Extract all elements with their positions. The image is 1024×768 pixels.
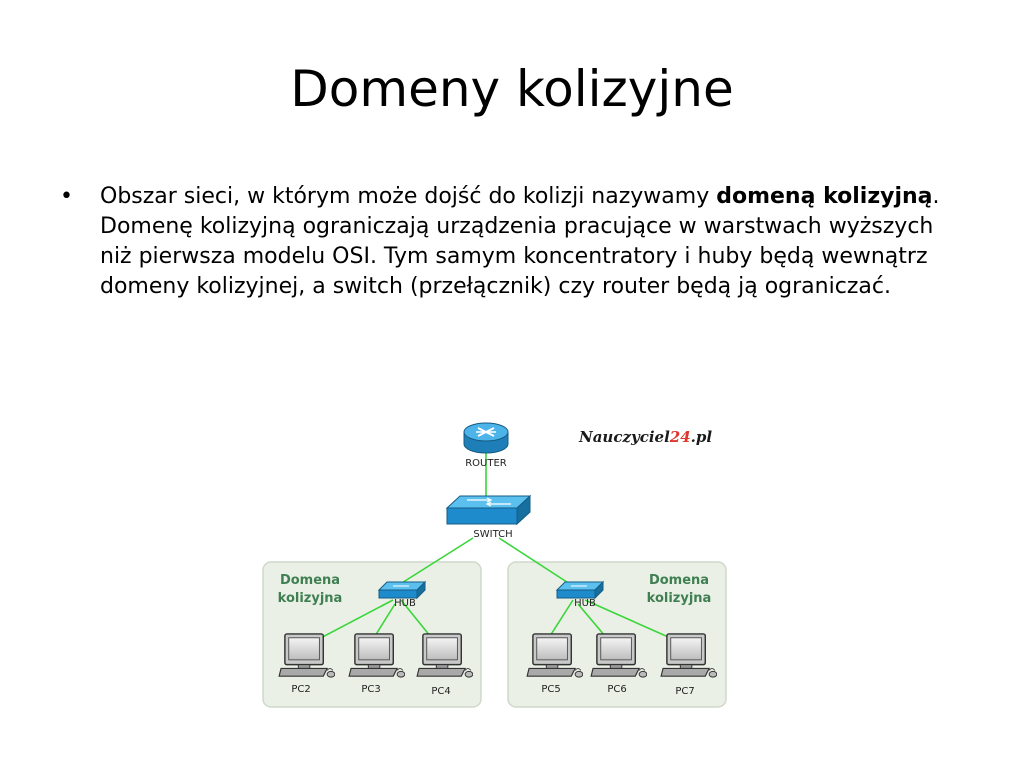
network-links — [312, 450, 676, 643]
hub-right-label: HUB — [574, 598, 596, 609]
bullet-text: Obszar sieci, w którym może dojść do kol… — [100, 182, 960, 302]
switch-label: SWITCH — [473, 529, 512, 540]
bullet-bold-term: domeną kolizyjną — [716, 184, 933, 209]
pc5-label: PC5 — [541, 684, 560, 695]
switch-icon — [445, 494, 532, 526]
bullet-text-before: Obszar sieci, w którym może dojść do kol… — [100, 184, 717, 209]
pc7-label: PC7 — [675, 686, 694, 697]
network-diagram: ROUTER SWITCH Nauczyciel24.pl Domena kol… — [262, 422, 727, 708]
domain-left-title-line2: kolizyjna — [278, 591, 343, 606]
bullet-text-after: . Domenę kolizyjną ograniczają urządzeni… — [100, 184, 940, 299]
router-icon — [463, 422, 509, 454]
slide-title: Domeny kolizyjne — [290, 60, 734, 118]
domain-right-title-line1: Domena — [649, 573, 709, 588]
domain-left-title-line1: Domena — [280, 573, 340, 588]
pc3-label: PC3 — [361, 684, 380, 695]
domain-right-title-line2: kolizyjna — [647, 591, 712, 606]
pc2-label: PC2 — [291, 684, 310, 695]
pc6-label: PC6 — [607, 684, 626, 695]
router-label: ROUTER — [465, 458, 507, 469]
hub-right-icon — [555, 580, 605, 600]
pc4-label: PC4 — [431, 686, 450, 697]
bullet-item: • Obszar sieci, w którym może dojść do k… — [60, 182, 960, 302]
bullet-marker: • — [60, 184, 73, 209]
hub-left-label: HUB — [394, 598, 416, 609]
site-logo: Nauczyciel24.pl — [578, 428, 712, 446]
hub-left-icon — [377, 580, 427, 600]
